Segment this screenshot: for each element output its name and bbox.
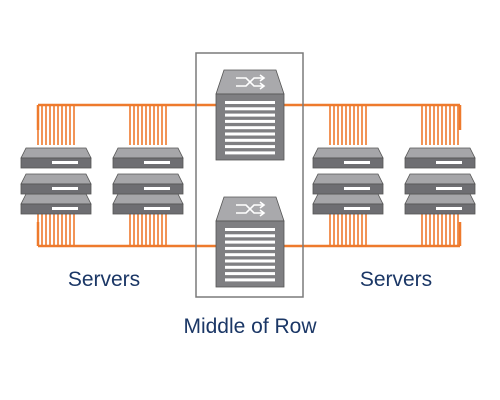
switch-port-row [225,259,275,263]
servers-right-label: Servers [359,268,433,291]
server-unit [112,193,184,215]
server-top [112,193,184,205]
servers-left-label: Servers [67,268,141,291]
server-top [112,173,184,185]
server-stack [312,147,384,215]
switch-port-row [225,265,275,269]
switch-port-row [225,234,275,238]
arrow-path [236,77,264,87]
top-switch [215,69,285,161]
server-stack [112,147,184,215]
server-led-strip [344,187,370,190]
server-unit [112,173,184,195]
switch-port-row [225,107,275,111]
server-led-strip [436,207,462,210]
server-led-strip [52,207,78,210]
arrow-path [236,204,264,214]
server-unit [312,147,384,169]
switch-port-row [225,253,275,257]
server-unit [20,173,92,195]
switch-port-row [225,240,275,244]
switch-port-row [225,145,275,149]
server-top [312,173,384,185]
switch-port-row [225,113,275,117]
server-unit [404,147,476,169]
crossed-arrows-switch-icon [236,74,266,90]
arrow-head [259,82,266,90]
switch-port-row [225,126,275,130]
switch-port-row [225,138,275,142]
switch-port-row [225,101,275,104]
switch-port-row [225,119,275,123]
server-led-strip [52,187,78,190]
server-led-strip [436,187,462,190]
switch-port-row [225,132,275,136]
server-led-strip [344,207,370,210]
crossed-arrows-switch-icon [236,201,266,217]
server-unit [312,173,384,195]
cable-group [36,103,462,248]
server-top [404,173,476,185]
switch-port-row [225,278,275,282]
switch-port-row [225,246,275,250]
server-unit [404,173,476,195]
server-top [112,147,184,159]
server-stack [404,147,476,215]
middle-of-row-enclosure [195,52,304,298]
arrow-head [259,201,266,209]
server-led-strip [344,161,370,164]
switch-port-row [225,228,275,231]
server-led-strip [436,161,462,164]
server-top [404,147,476,159]
server-led-strip [52,161,78,164]
server-unit [312,193,384,215]
server-top [20,193,92,205]
server-unit [404,193,476,215]
bottom-switch [215,196,285,288]
server-stack [20,147,92,215]
server-top [404,193,476,205]
server-top [20,173,92,185]
arrow-head [259,74,266,82]
server-top [312,193,384,205]
switch-port-row [225,272,275,276]
server-top [20,147,92,159]
server-top [312,147,384,159]
arrow-head [259,209,266,217]
server-unit [112,147,184,169]
server-unit [20,147,92,169]
server-led-strip [144,207,170,210]
server-unit [20,193,92,215]
server-led-strip [144,187,170,190]
switch-port-row [225,151,275,155]
middle-of-row-label: Middle of Row [183,315,317,338]
server-led-strip [144,161,170,164]
